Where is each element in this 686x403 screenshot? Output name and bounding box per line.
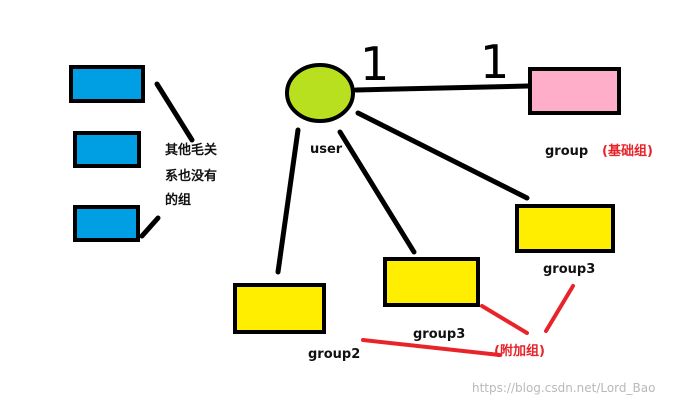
user-label: user [310,142,343,157]
group-base-tag: (基础组) [602,143,653,159]
edge-others-top [154,81,195,143]
others-label-line-2: 系也没有 [165,168,217,184]
other-group-box-2 [73,131,141,168]
group3-right-label: group3 [543,262,595,277]
watermark: https://blog.csdn.net/Lord_Bao [472,381,655,395]
red-edge-group3-right [544,284,575,333]
cardinality-left: 1 [360,37,389,91]
edge-user-group2 [275,127,301,275]
edge-user-group3-mid [337,129,417,255]
edge-user-group3-right [355,110,530,201]
group2-box [233,283,326,334]
group-base-box [528,67,621,115]
edge-user-group-base [353,83,531,93]
other-group-box-1 [69,65,145,103]
red-edge-group2 [361,338,502,357]
group3-mid-label: group3 [413,327,465,342]
other-group-box-3 [73,205,140,242]
others-label-line-1: 其他毛关 [165,142,217,158]
supplementary-group-label: (附加组) [494,343,545,359]
cardinality-right: 1 [480,35,509,89]
user-node [285,63,355,123]
others-label-line-3: 的组 [165,192,191,208]
red-edge-group3-mid [480,304,529,335]
edge-others-bottom [139,215,161,239]
group2-label: group2 [308,347,360,362]
group3-mid-box [383,257,480,307]
group3-right-box [515,204,615,253]
group-base-label: group [545,144,588,159]
